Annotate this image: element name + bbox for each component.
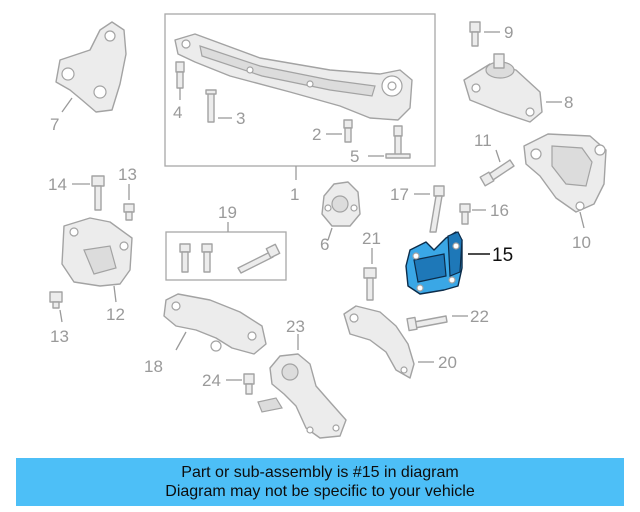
part-9-bolt[interactable]: [469, 21, 481, 47]
part-11-bolt[interactable]: [479, 159, 515, 187]
part-5-bolt[interactable]: [385, 125, 411, 159]
part-22-bolt[interactable]: [406, 315, 448, 332]
info-banner: Part or sub-assembly is #15 in diagram D…: [16, 458, 624, 506]
callout-7: 7: [50, 115, 59, 134]
part-14-bolt[interactable]: [91, 175, 105, 211]
part-2-bolt[interactable]: [343, 119, 353, 143]
crossmember-group-box: [164, 13, 436, 167]
callout-9: 9: [504, 23, 513, 42]
part-10-mount[interactable]: [523, 133, 607, 213]
callout-21: 21: [362, 229, 381, 248]
callout-17: 17: [390, 185, 409, 204]
part-18-bracket[interactable]: [163, 293, 267, 355]
callout-13-upper: 13: [118, 165, 137, 184]
part-20-bracket[interactable]: [343, 305, 415, 379]
banner-line-1: Part or sub-assembly is #15 in diagram: [181, 464, 459, 481]
callout-19: 19: [218, 203, 237, 222]
callout-16: 16: [490, 201, 509, 220]
callout-10: 10: [572, 233, 591, 252]
part-16-bolt[interactable]: [459, 203, 471, 225]
part-23-mount[interactable]: [257, 353, 347, 439]
parts-diagram: 1 4 3 2 5 7 9: [48, 13, 607, 439]
part-19-bolts[interactable]: [179, 243, 281, 274]
callout-24: 24: [202, 371, 221, 390]
part-13-bolt-lower[interactable]: [49, 291, 63, 309]
callout-8: 8: [564, 93, 573, 112]
banner-line-2: Diagram may not be specific to your vehi…: [165, 483, 475, 500]
part-8-mount[interactable]: [463, 53, 543, 123]
callout-11: 11: [474, 131, 492, 150]
bolt-group-box: [165, 231, 287, 281]
part-15-bracket-highlighted[interactable]: [405, 231, 463, 295]
callout-1: 1: [290, 185, 299, 204]
callout-15: 15: [492, 245, 513, 266]
part-3-stud[interactable]: [205, 89, 217, 123]
callout-22: 22: [470, 307, 489, 326]
part-24-bolt[interactable]: [243, 373, 255, 395]
part-7-bracket[interactable]: [55, 21, 127, 113]
callout-23: 23: [286, 317, 305, 336]
part-4-bolt[interactable]: [175, 61, 185, 89]
part-13-bolt-upper[interactable]: [123, 203, 135, 221]
callout-14: 14: [48, 175, 67, 194]
callout-3: 3: [236, 109, 245, 128]
callout-12: 12: [106, 305, 125, 324]
callout-20: 20: [438, 353, 457, 372]
part-1-crossmember[interactable]: [174, 33, 413, 121]
callout-4: 4: [173, 103, 182, 122]
callout-5: 5: [350, 147, 359, 166]
callout-6: 6: [320, 235, 329, 254]
part-17-bolt[interactable]: [429, 185, 445, 233]
callout-2: 2: [312, 125, 321, 144]
part-21-bolt[interactable]: [363, 267, 377, 301]
callout-13-lower: 13: [50, 327, 69, 346]
callout-18: 18: [144, 357, 163, 376]
part-12-mount[interactable]: [61, 217, 133, 287]
part-6-mount[interactable]: [321, 181, 361, 227]
